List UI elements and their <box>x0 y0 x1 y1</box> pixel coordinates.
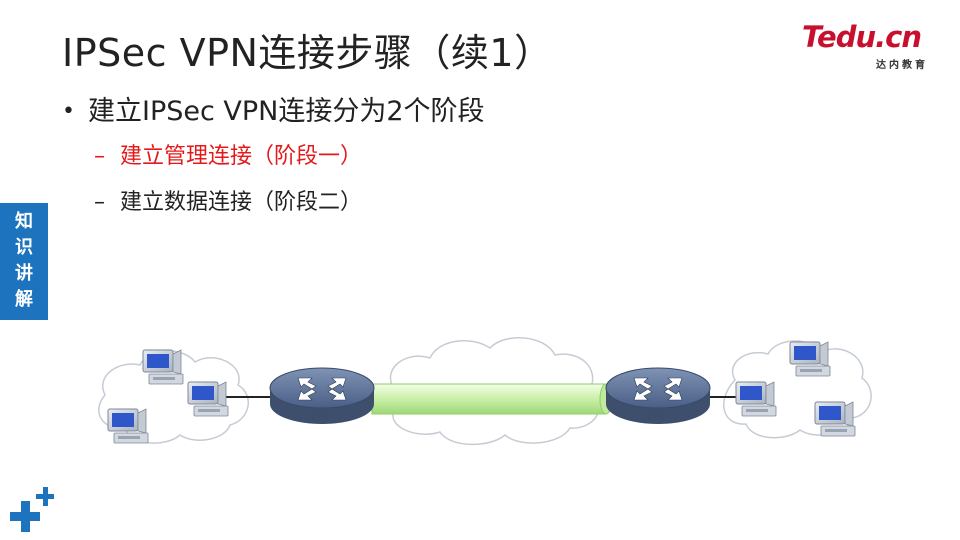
side-tab-char: 讲 <box>15 263 33 284</box>
pc-right-1 <box>789 341 831 377</box>
pc-left-3 <box>107 408 149 444</box>
side-tab-knowledge: 知 识 讲 解 <box>0 203 48 320</box>
side-tab-char: 识 <box>15 237 33 258</box>
dash-marker: – <box>94 190 105 215</box>
sub-item-phase1-text: 建立管理连接（阶段一） <box>120 144 363 169</box>
side-tab-char: 解 <box>15 289 33 310</box>
router-right <box>605 367 711 425</box>
sub-item-phase2-text: 建立数据连接（阶段二） <box>120 190 363 215</box>
side-tab-char: 知 <box>15 211 33 232</box>
sub-item-phase1: – 建立管理连接（阶段一） <box>62 136 485 178</box>
bullet-main-text: 建立IPSec VPN连接分为2个阶段 <box>88 96 485 127</box>
pc-right-3 <box>814 401 856 437</box>
bullet-dot: • <box>62 99 75 124</box>
bullet-main: • 建立IPSec VPN连接分为2个阶段 <box>62 92 485 132</box>
plus-icon <box>10 487 54 532</box>
logo-sub-text: 达内教育 <box>876 60 928 71</box>
logo-main-text: Tedu.cn <box>802 20 922 54</box>
pc-right-2 <box>735 381 777 417</box>
sub-item-phase2: – 建立数据连接（阶段二） <box>62 182 485 224</box>
vpn-tunnel <box>371 383 613 415</box>
page-title: IPSec VPN连接步骤（续1） <box>62 31 553 75</box>
tedu-logo: Tedu.cn 达内教育 <box>802 20 942 71</box>
bullet-list: • 建立IPSec VPN连接分为2个阶段 – 建立管理连接（阶段一） – 建立… <box>62 92 485 224</box>
pc-left-2 <box>187 381 229 417</box>
dash-marker: – <box>94 144 105 169</box>
pc-left-1 <box>142 349 184 385</box>
router-left <box>269 367 375 425</box>
